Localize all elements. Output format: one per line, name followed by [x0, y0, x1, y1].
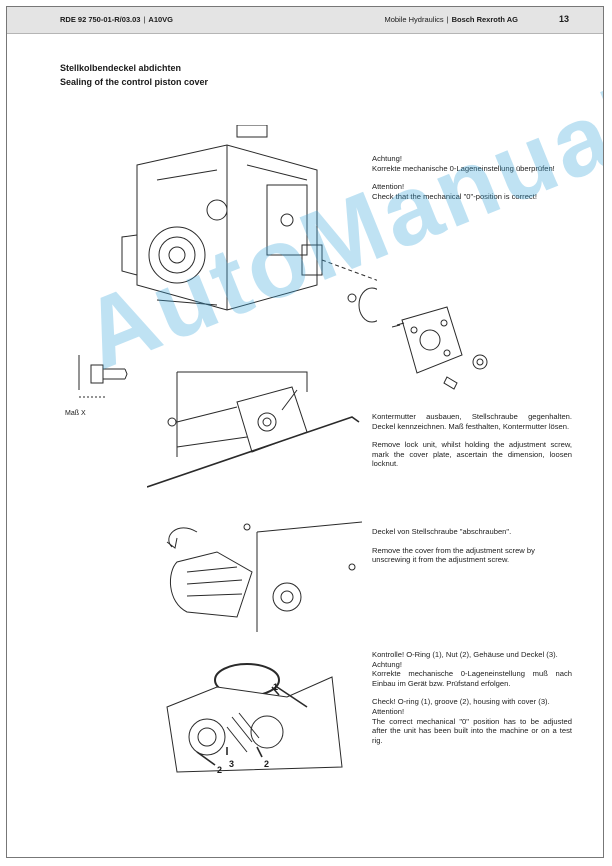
header-doc-info: RDE 92 750-01-R/03.03|A10VG: [60, 15, 174, 24]
header-company-info: Mobile Hydraulics|Bosch Rexroth AG: [384, 15, 518, 24]
section-title: Stellkolbendeckel abdichten Sealing of t…: [60, 61, 208, 89]
step2-en-text: Remove lock unit, whilst holding the adj…: [372, 440, 572, 469]
step4-de-line2: Achtung!: [372, 659, 402, 669]
step1-de-text: Korrekte mechanische 0-Lageneinstellung …: [372, 163, 555, 173]
step3-de-text: Deckel von Stellschraube "abschrauben".: [372, 527, 512, 536]
manual-page: RDE 92 750-01-R/03.03|A10VG Mobile Hydra…: [6, 6, 604, 858]
page-number: 13: [558, 14, 569, 24]
section-title-en: Sealing of the control piston cover: [60, 77, 209, 87]
seal-check-illustration: [166, 663, 343, 773]
step3-text: Deckel von Stellschraube "abschrauben". …: [372, 527, 572, 574]
step1-text: Achtung!Korrekte mechanische 0-Lageneins…: [372, 154, 567, 210]
step2-de-text: Kontermutter ausbauen, Stellschraube geg…: [372, 412, 572, 431]
unscrew-cover-illustration: [166, 521, 363, 632]
callout-2a: 2: [217, 765, 223, 775]
pump-exploded-illustration: [121, 125, 377, 323]
step4-en-line3: The correct mechanical "0" position has …: [372, 716, 572, 745]
callout-1: 1: [273, 682, 279, 692]
step2-text: Kontermutter ausbauen, Stellschraube geg…: [372, 412, 572, 478]
product-name: A10VG: [148, 15, 174, 24]
company-name: Bosch Rexroth AG: [451, 15, 518, 24]
step4-de-line3: Korrekte mechanische 0-Lageneinstellung …: [372, 669, 572, 688]
doc-id: RDE 92 750-01-R/03.03: [60, 15, 141, 24]
step3-en-text: Remove the cover from the adjustment scr…: [372, 545, 535, 565]
control-cover-part: [392, 306, 488, 390]
step4-en-line1: Check! O-ring (1), groove (2), housing w…: [372, 697, 550, 707]
adjustment-screw-detail: [78, 355, 128, 398]
step1-en-heading: Attention!: [372, 182, 405, 192]
callout-3: 3: [229, 759, 235, 769]
section-title-de: Stellkolbendeckel abdichten: [60, 63, 182, 73]
step4-text: Kontrolle! O-Ring (1), Nut (2), Gehäuse …: [372, 650, 572, 754]
step4-en-line2: Attention!: [372, 706, 405, 716]
callout-2b: 2: [264, 759, 270, 769]
mass-x-label: Maß X: [65, 410, 86, 417]
division-name: Mobile Hydraulics: [384, 15, 444, 24]
step4-de-line1: Kontrolle! O-Ring (1), Nut (2), Gehäuse …: [372, 650, 558, 659]
step1-de-heading: Achtung!: [372, 154, 402, 163]
step1-en-text: Check that the mechanical "0"-position i…: [372, 191, 537, 201]
page-header: RDE 92 750-01-R/03.03|A10VG Mobile Hydra…: [7, 7, 603, 34]
locknut-removal-illustration: [147, 371, 360, 488]
